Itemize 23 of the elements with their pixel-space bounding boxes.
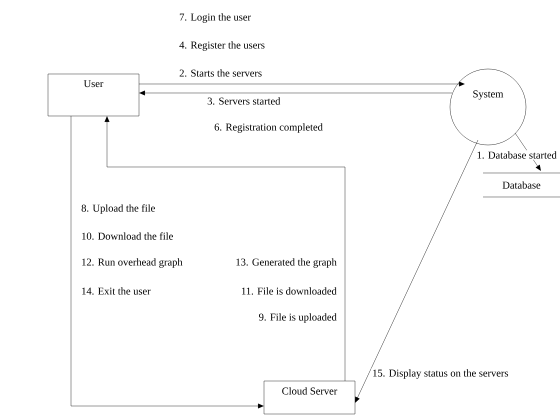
arrow xyxy=(139,90,452,96)
arrow xyxy=(355,140,478,403)
data-store: Database xyxy=(482,172,560,198)
process-box: Cloud Server xyxy=(264,380,356,414)
message-label: 11. File is downloaded xyxy=(242,287,337,295)
message-label: 14. Exit the user xyxy=(82,287,151,295)
message-label: 12. Run overhead graph xyxy=(82,258,182,268)
edge-label: 1. Database started xyxy=(476,150,558,160)
arrow xyxy=(104,116,346,382)
message-label: 6. Registration completed xyxy=(214,123,323,133)
edge-label: 15. Display status on the servers xyxy=(371,368,510,380)
edge-label: 8. Upload the file xyxy=(80,203,156,215)
process-box: User xyxy=(48,74,140,116)
edge-label: 3. Servers started xyxy=(206,96,282,106)
edge-label: 2. Starts the servers xyxy=(178,68,263,78)
message-label: 13. Generated the graph xyxy=(236,258,337,268)
message-label: 4. Register the users xyxy=(179,41,265,51)
message-label: 7. Login the user xyxy=(180,13,251,23)
arrow xyxy=(70,116,264,408)
message-label: 10. Download the file xyxy=(82,232,173,240)
edge-label: 9. File is uploaded xyxy=(258,312,338,324)
arrow xyxy=(514,132,541,171)
arrow xyxy=(138,82,465,86)
